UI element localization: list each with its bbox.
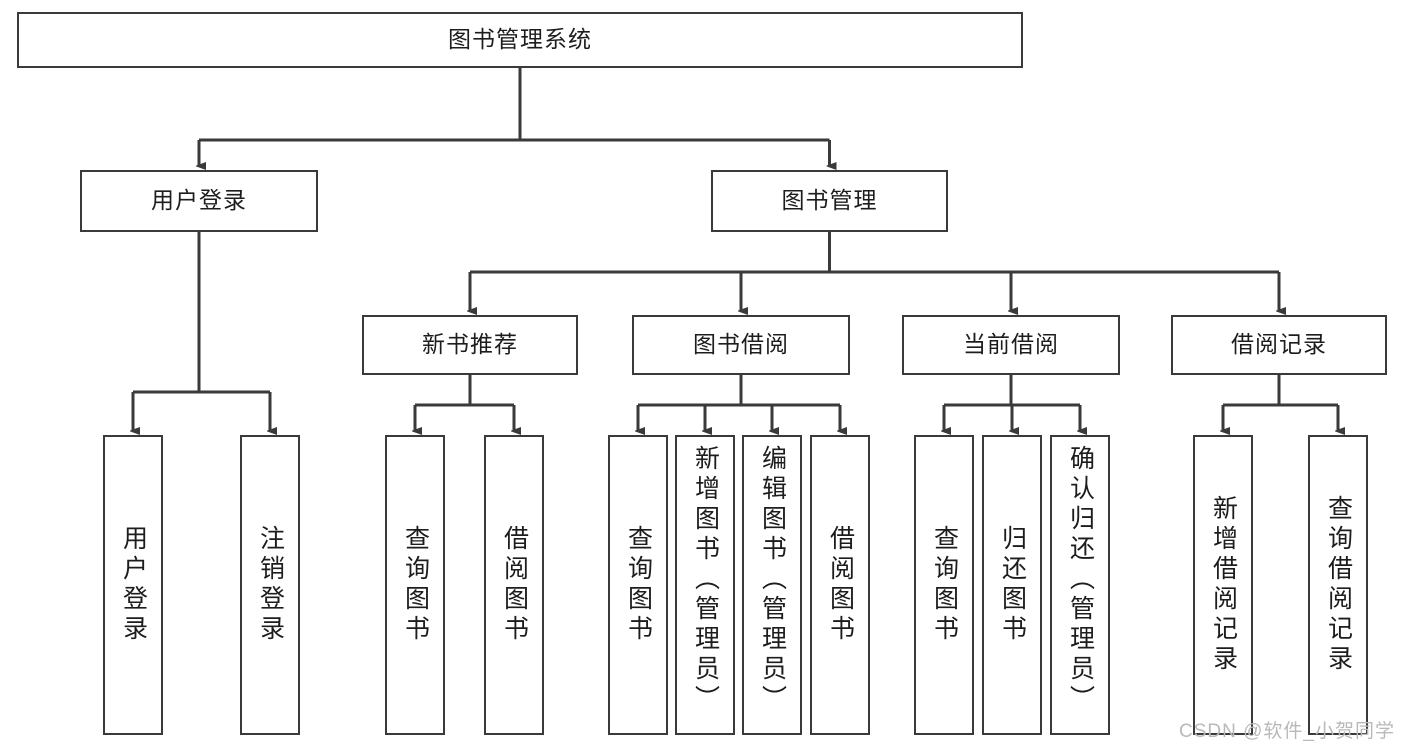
node-leaf-current-return-book[interactable]: 归还图书: [982, 435, 1042, 735]
node-label: 新增借阅记录: [1209, 495, 1238, 675]
node-label: 查询图书: [624, 525, 653, 645]
node-label: 借阅记录: [1231, 331, 1327, 358]
node-leaf-borrow-edit-book[interactable]: 编辑图书（管理员）: [742, 435, 802, 735]
node-label: 借阅图书: [500, 525, 529, 645]
node-leaf-user-logout-leaf[interactable]: 注销登录: [240, 435, 300, 735]
node-book-manage[interactable]: 图书管理: [711, 170, 948, 232]
node-label: 新书推荐: [422, 331, 518, 358]
node-label: 查询图书: [930, 525, 959, 645]
node-leaf-record-query[interactable]: 查询借阅记录: [1308, 435, 1368, 735]
node-label: 编辑图书（管理员）: [758, 445, 787, 715]
node-book-borrow[interactable]: 图书借阅: [632, 315, 850, 375]
node-label: 查询借阅记录: [1324, 495, 1353, 675]
node-leaf-borrow-add-book[interactable]: 新增图书（管理员）: [675, 435, 735, 735]
node-current-borrow[interactable]: 当前借阅: [902, 315, 1120, 375]
node-label: 用户登录: [151, 187, 247, 214]
node-label: 归还图书: [998, 525, 1027, 645]
node-leaf-recommend-borrow-book[interactable]: 借阅图书: [484, 435, 544, 735]
node-leaf-record-add[interactable]: 新增借阅记录: [1193, 435, 1253, 735]
node-label: 图书管理: [781, 187, 878, 214]
node-user-login[interactable]: 用户登录: [80, 170, 318, 232]
node-leaf-borrow-query-book[interactable]: 查询图书: [608, 435, 668, 735]
node-root-root[interactable]: 图书管理系统: [17, 12, 1023, 68]
node-leaf-user-login-leaf[interactable]: 用户登录: [103, 435, 163, 735]
node-new-book-recommend[interactable]: 新书推荐: [362, 315, 578, 375]
node-leaf-current-query-book[interactable]: 查询图书: [914, 435, 974, 735]
node-label: 确认归还（管理员）: [1066, 445, 1095, 715]
node-label: 图书管理系统: [448, 26, 592, 53]
node-borrow-record[interactable]: 借阅记录: [1171, 315, 1387, 375]
node-leaf-recommend-query-book[interactable]: 查询图书: [385, 435, 445, 735]
node-label: 查询图书: [401, 525, 430, 645]
node-label: 新增图书（管理员）: [691, 445, 720, 715]
node-leaf-current-confirm-return[interactable]: 确认归还（管理员）: [1050, 435, 1110, 735]
node-label: 注销登录: [256, 525, 285, 645]
node-label: 用户登录: [119, 525, 148, 645]
node-label: 借阅图书: [826, 525, 855, 645]
node-label: 当前借阅: [963, 331, 1059, 358]
node-label: 图书借阅: [693, 331, 789, 358]
node-leaf-borrow-borrow-book[interactable]: 借阅图书: [810, 435, 870, 735]
